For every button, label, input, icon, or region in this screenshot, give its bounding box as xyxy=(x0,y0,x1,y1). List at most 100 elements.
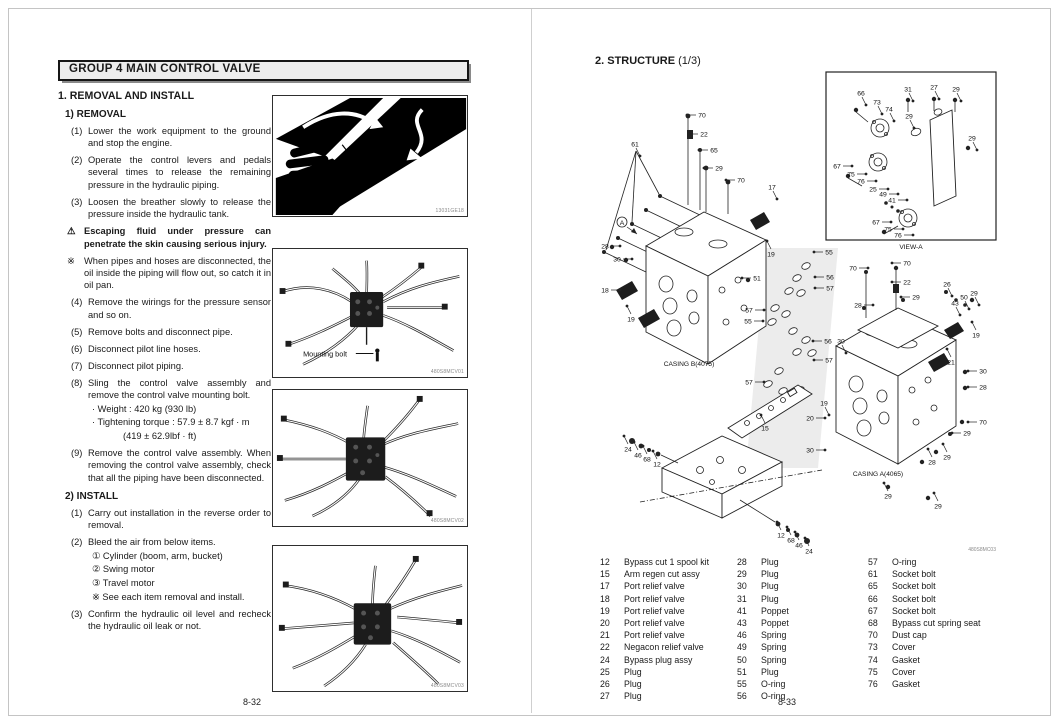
callout-number: 57 xyxy=(745,379,753,386)
group-title: GROUP 4 MAIN CONTROL VALVE xyxy=(69,63,261,75)
warning-icon: ⚠ xyxy=(67,226,76,237)
structure-heading-bold: 2. STRUCTURE xyxy=(595,55,676,67)
callout-number: 29 xyxy=(934,503,942,510)
callout-number: 61 xyxy=(631,141,639,148)
part-number: 76 xyxy=(868,679,878,690)
bolt-cluster xyxy=(603,150,703,273)
callout-number: 51 xyxy=(753,275,761,282)
part-number: 49 xyxy=(737,642,747,653)
casing-a-block xyxy=(835,307,957,465)
figure-code: 13031GE18 xyxy=(435,208,464,214)
callout-number: 29 xyxy=(963,430,971,437)
page-number-right: 8-33 xyxy=(778,697,797,707)
callout-number: 12 xyxy=(653,461,661,468)
callout-number: 21 xyxy=(947,359,955,366)
step-text: Operate the control levers and pedals se… xyxy=(88,154,271,190)
callout-number: 22 xyxy=(903,279,911,286)
procedure-step: (8)Sling the control valve assembly and … xyxy=(71,377,271,402)
callout-number: 19 xyxy=(820,400,828,407)
procedure-substep: ① Cylinder (boom, arm, bucket) xyxy=(92,550,223,561)
part-number: 19 xyxy=(600,605,610,616)
callout-number: 24 xyxy=(624,446,632,453)
part-number: 68 xyxy=(868,618,878,629)
part-name: O-ring xyxy=(761,691,786,702)
part-name: Port relief valve xyxy=(624,618,685,629)
procedure-substep: ※ See each item removal and install. xyxy=(92,591,245,602)
part-name: Negacon relief valve xyxy=(624,642,704,653)
valve-piping-drawing xyxy=(278,555,463,688)
part-name: Plug xyxy=(761,569,779,580)
callout-number: 67 xyxy=(833,163,841,170)
part-number: 20 xyxy=(600,618,610,629)
callout-number: 29 xyxy=(952,86,960,93)
part-number: 73 xyxy=(868,642,878,653)
view-a-marker: A xyxy=(616,216,638,235)
callout-number: 17 xyxy=(768,184,776,191)
page-divider xyxy=(531,9,532,713)
step-number: (5) xyxy=(71,326,83,337)
part-name: Bypass plug assy xyxy=(624,654,693,665)
procedure-step: ※When pipes and hoses are disconnected, … xyxy=(67,255,271,292)
callout-number: 27 xyxy=(930,84,938,91)
callout-number: 70 xyxy=(698,112,706,119)
step-number: (1) xyxy=(71,125,83,136)
procedure-step: (4)Remove the wirings for the pressure s… xyxy=(71,296,271,321)
step-text: Confirm the hydraulic oil level and rech… xyxy=(88,608,271,632)
part-name: Arm regen cut assy xyxy=(624,569,700,580)
step-text: Disconnect pilot line hoses. xyxy=(88,343,201,354)
part-name: Poppet xyxy=(761,605,789,616)
install-steps: (1)Carry out installation in the reverse… xyxy=(58,507,271,633)
casing-a-caption: CASING A(4065) xyxy=(853,471,903,478)
callout-number: 76 xyxy=(894,232,902,239)
part-name: Port relief valve xyxy=(624,630,685,641)
callout-number: 70 xyxy=(849,265,857,272)
callout-number: 46 xyxy=(634,452,642,459)
part-number: 75 xyxy=(868,666,878,677)
callout-number: 70 xyxy=(903,260,911,267)
part-number: 30 xyxy=(737,581,747,592)
parts-row: 76 Gasket xyxy=(868,678,1056,690)
callout-number: 29 xyxy=(968,135,976,142)
pinch-hazard-icon xyxy=(275,97,467,216)
callout-number: 66 xyxy=(857,90,865,97)
valve-piping-drawing xyxy=(276,395,459,518)
structure-heading: 2. STRUCTURE (1/3) xyxy=(595,55,701,67)
procedure-step: (3)Loosen the breather slowly to release… xyxy=(71,196,271,221)
figure-pinch-hazard: 13031GE18 xyxy=(272,95,468,217)
part-name: Gasket xyxy=(892,679,920,690)
view-a-caption: VIEW-A xyxy=(899,244,923,251)
part-number: 28 xyxy=(737,557,747,567)
part-number: 61 xyxy=(868,569,878,580)
callout-number: 26 xyxy=(943,281,951,288)
procedure-step: (3) Confirm the hydraulic oil level and r… xyxy=(71,608,271,633)
left-text-column: 1. REMOVAL AND INSTALL 1) REMOVAL (1)Low… xyxy=(58,88,271,633)
figure-valve-piping-1: Mounting bolt 480S8MCV01 xyxy=(272,248,468,378)
callout-number: 73 xyxy=(873,99,881,106)
step-number: (7) xyxy=(71,360,83,371)
casing-b-caption: CASING B(4075) xyxy=(664,361,715,368)
part-number: 27 xyxy=(600,691,610,702)
callout-number: 65 xyxy=(710,147,718,154)
step-number: (1) xyxy=(71,507,83,518)
part-name: Port relief valve xyxy=(624,593,685,604)
step-text: When pipes and hoses are disconnected, t… xyxy=(84,255,271,291)
callout-number: 57 xyxy=(825,357,833,364)
callout-number: 68 xyxy=(787,537,795,544)
callout-number: 30 xyxy=(837,338,845,345)
part-name: Plug xyxy=(761,557,779,567)
step-number: (3) xyxy=(71,608,83,619)
callout-number: 30 xyxy=(979,368,987,375)
page-number-left: 8-32 xyxy=(243,697,262,707)
